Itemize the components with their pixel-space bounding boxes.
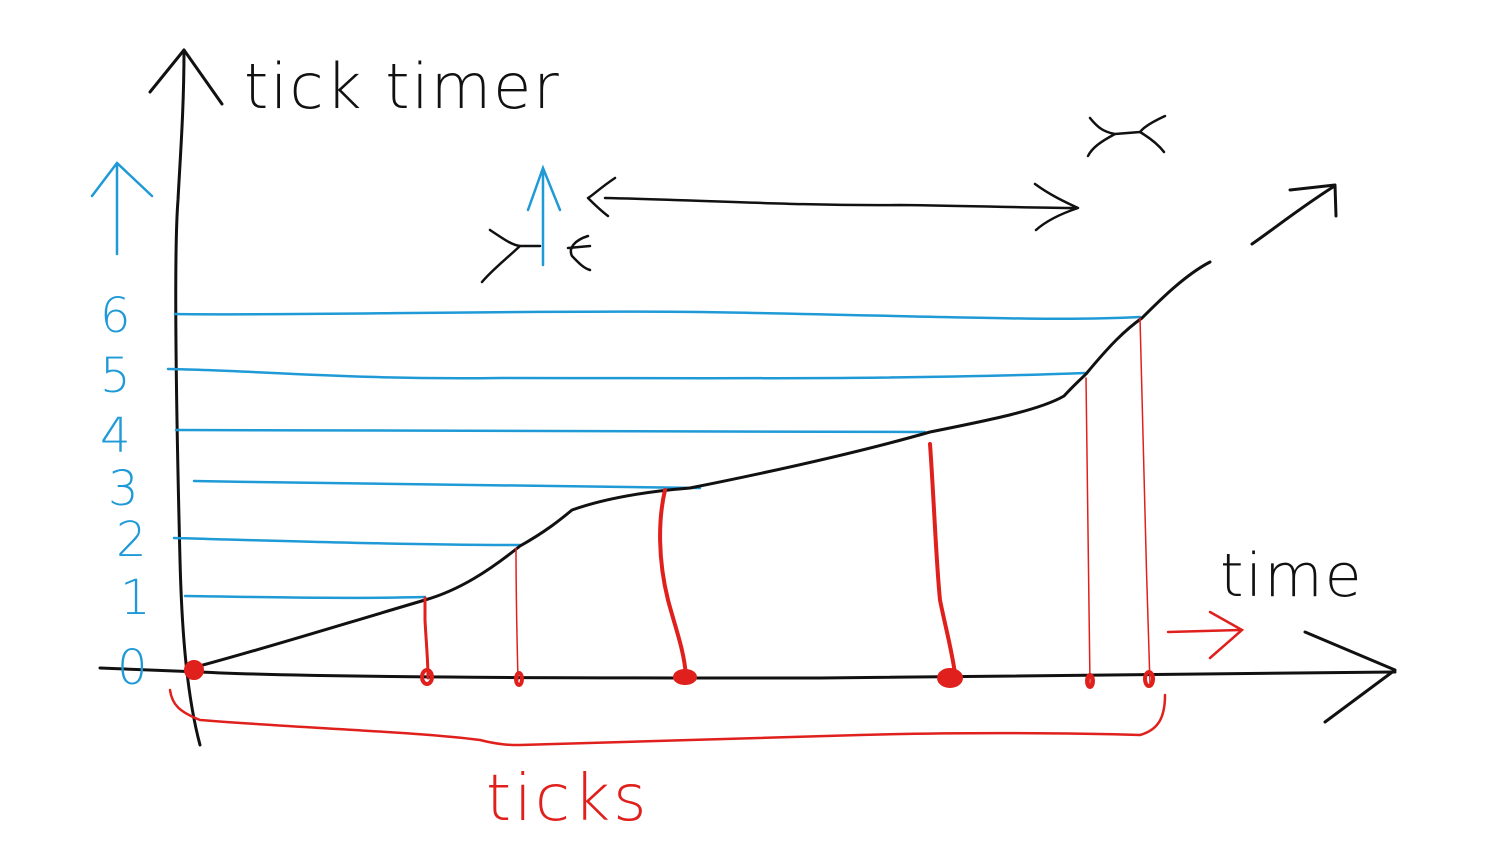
tick-marker-3 [673, 669, 697, 685]
x-axis-line [98, 666, 1397, 680]
continue-arrow-icon [1166, 610, 1245, 660]
tick-drop-6 [1139, 317, 1151, 685]
ticks-brace-group [168, 610, 1245, 747]
level-line-2 [172, 536, 524, 547]
axes [98, 48, 1397, 747]
tick-marker-6 [1143, 670, 1155, 688]
tick-marker-2 [514, 671, 524, 687]
tick-drop-2 [515, 547, 519, 681]
y-axis-line [174, 48, 202, 747]
level-line-1 [183, 594, 427, 600]
ticks-brace [168, 688, 1167, 747]
y-level-labels: 6 5 4 3 2 1 0 [100, 288, 151, 696]
x-axis-arrowhead-icon [1303, 630, 1397, 724]
compression-marker-right-icon [1086, 114, 1167, 158]
tick-drops [423, 317, 1151, 685]
level-lines [166, 310, 1142, 600]
ticks-label: ticks [486, 762, 649, 836]
compression-marker-left-icon [480, 228, 592, 284]
tick-marker-4 [937, 668, 963, 688]
tick-drop-3 [658, 488, 688, 678]
tick-timer-curve [190, 260, 1212, 670]
y-level-label-4: 4 [100, 408, 131, 464]
y-level-label-5: 5 [100, 348, 131, 404]
y-axis-arrowhead-icon [148, 48, 224, 106]
y-levels-up-arrow-icon [90, 161, 154, 256]
level-line-5 [166, 367, 1087, 380]
tick-drop-1 [423, 596, 430, 680]
y-level-label-2: 2 [116, 512, 147, 568]
level-line-4 [174, 428, 927, 434]
curve-continuation [1250, 185, 1335, 246]
y-level-label-1: 1 [120, 570, 151, 626]
level-line-6 [173, 310, 1142, 320]
x-axis-title: time [1220, 541, 1364, 611]
curve [190, 183, 1338, 670]
double-arrow-icon [586, 176, 1080, 232]
tick-drop-5 [1085, 377, 1091, 685]
gap-up-arrow-icon [526, 164, 562, 267]
tick-marker-0 [184, 660, 204, 680]
y-axis-title: tick timer [244, 50, 561, 123]
tick-marker-1 [420, 668, 434, 686]
y-level-label-0: 0 [117, 640, 148, 696]
level-line-3 [192, 479, 702, 490]
curve-arrowhead-icon [1288, 183, 1338, 218]
blue-arrows [90, 161, 562, 267]
tick-marker-5 [1085, 673, 1095, 689]
y-level-label-3: 3 [108, 461, 139, 517]
y-level-label-6: 6 [100, 288, 131, 344]
tick-drop-4 [928, 442, 958, 682]
tick-markers [184, 660, 1155, 689]
stretch-annotations [480, 114, 1167, 284]
